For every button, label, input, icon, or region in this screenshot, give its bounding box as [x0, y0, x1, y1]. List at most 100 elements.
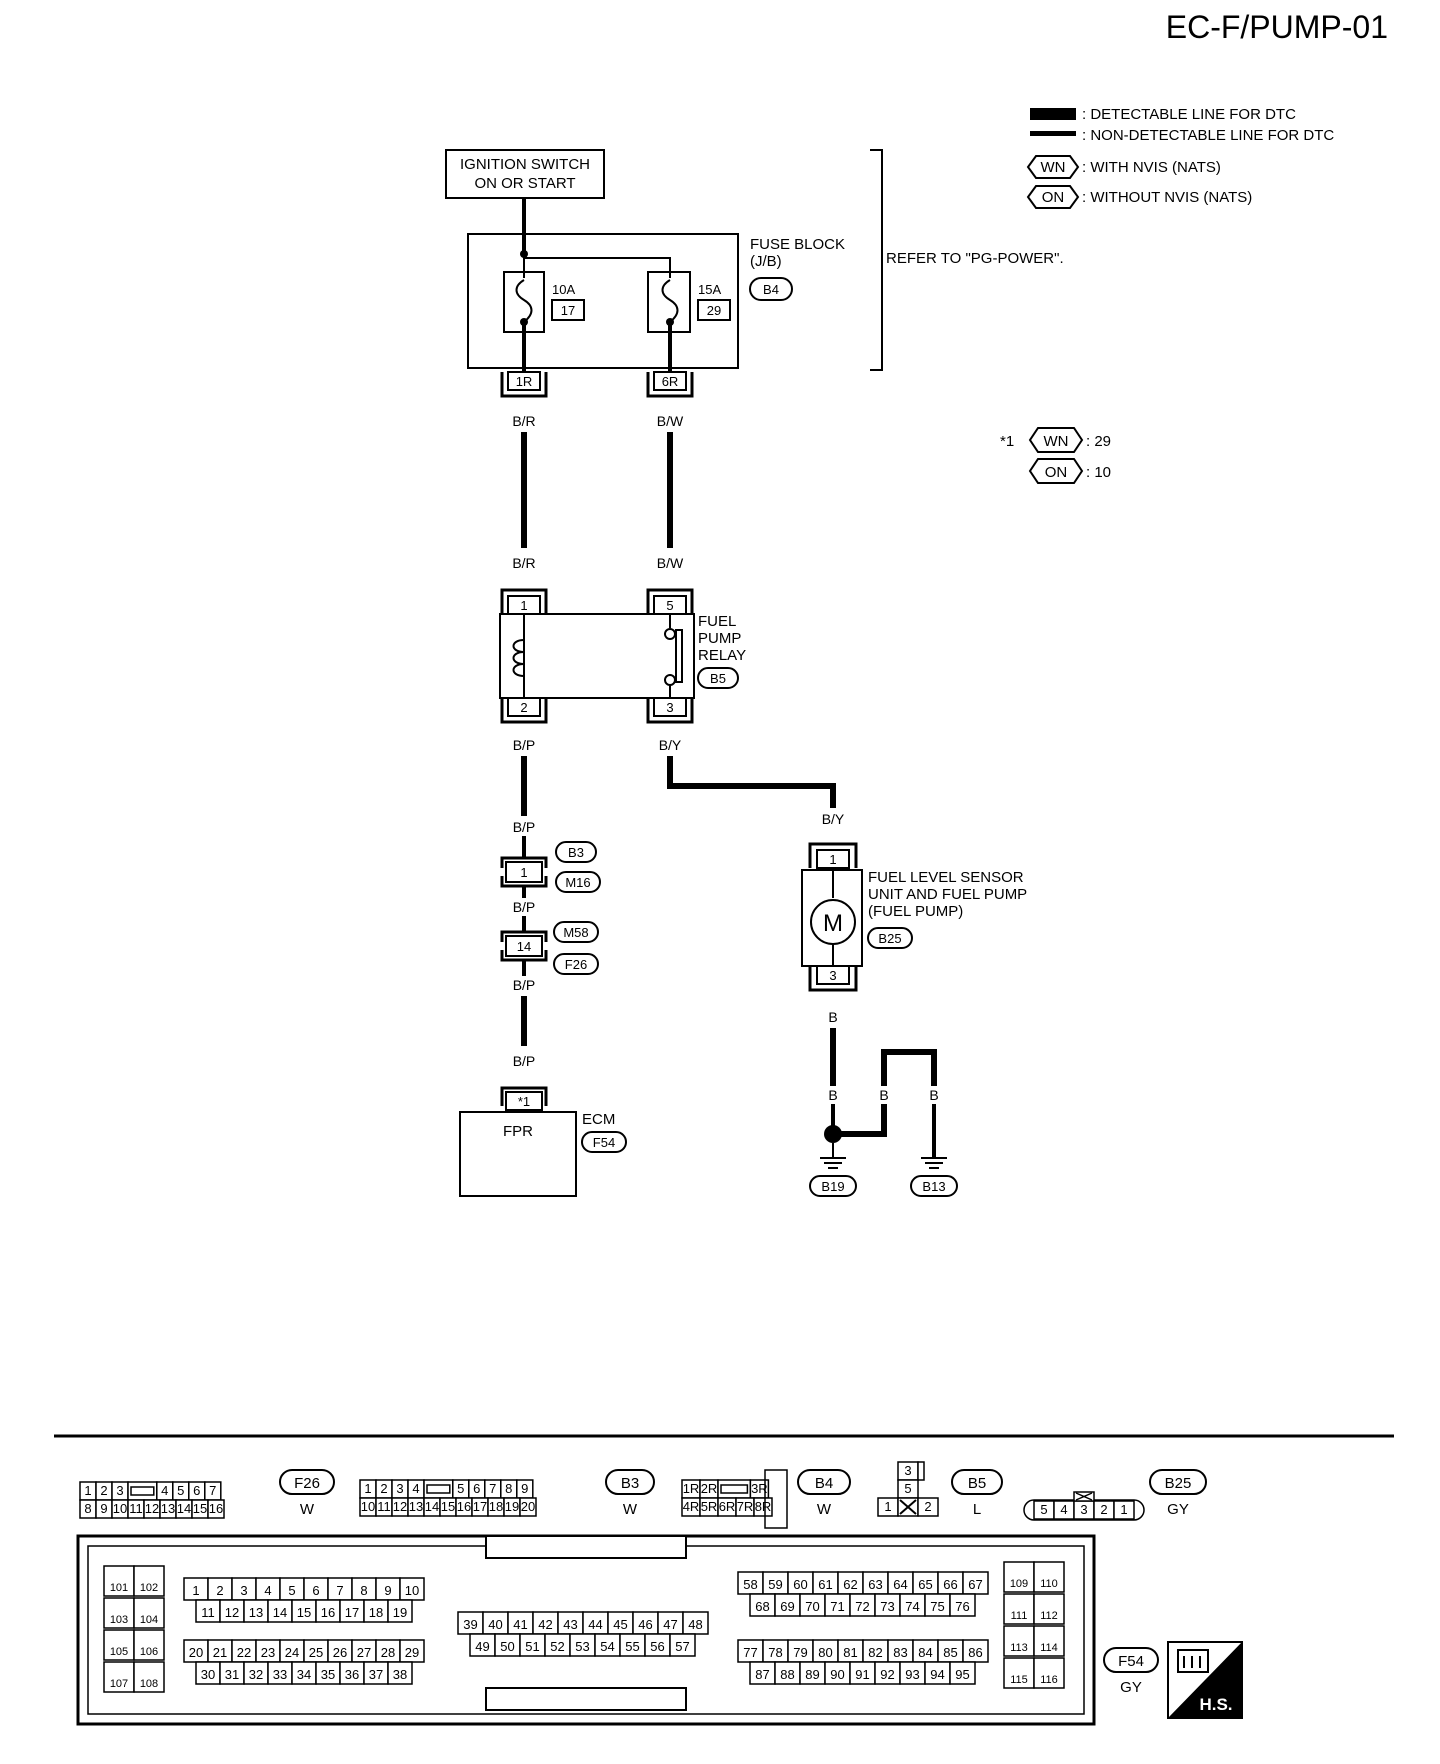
connector-pin: 16 [321, 1605, 335, 1620]
connector-pin: 53 [575, 1639, 589, 1654]
ecm: *1 FPR ECM F54 [459, 1086, 627, 1197]
connector-pin: 15 [297, 1605, 311, 1620]
connector-pin: 14 [177, 1501, 191, 1516]
connector-pin: 64 [893, 1577, 907, 1592]
relay-coil-icon [512, 639, 525, 677]
connector-pin: 110 [1040, 1578, 1058, 1590]
fuse-block-line1: FUSE BLOCK [750, 236, 845, 253]
legend-wn-text: : WITH NVIS (NATS) [1082, 159, 1221, 176]
pump-line2: UNIT AND FUEL PUMP [868, 886, 1027, 903]
wire-br-bottom: B/R [512, 555, 535, 571]
pump-line3: (FUEL PUMP) [868, 903, 963, 920]
connector-pin: 1 [1120, 1502, 1127, 1517]
connector-pin: 89 [805, 1667, 819, 1682]
junction-m58: M58 [563, 925, 588, 940]
connector-pin: 90 [830, 1667, 844, 1682]
connector-pin: 101 [110, 1582, 128, 1594]
wire-b-1: B [828, 1009, 837, 1025]
ignition-line2: ON OR START [474, 175, 575, 192]
connector-pin: 75 [930, 1599, 944, 1614]
connector-pin: 32 [249, 1667, 263, 1682]
ground-b19: B19 [821, 1179, 844, 1194]
wire-by-2: B/Y [822, 811, 845, 827]
connector-pin: 13 [249, 1605, 263, 1620]
fuse2-number: 29 [707, 303, 721, 318]
connector-pin: 25 [309, 1645, 323, 1660]
connector-pin: 113 [1010, 1642, 1028, 1654]
junction-b3-m16: 1 B3 M16 [500, 836, 601, 898]
connector-pin: 2 [924, 1499, 931, 1514]
relay-pin-2: 2 [520, 700, 527, 715]
connector-pin: 103 [110, 1614, 128, 1626]
conn-b3-id: B3 [621, 1475, 639, 1492]
connector-pin: 6 [193, 1483, 200, 1498]
connector-pin: 111 [1011, 1610, 1028, 1622]
connector-pin: 106 [140, 1646, 158, 1658]
fuse-block-connector: B4 [763, 282, 779, 297]
connector-pin: 59 [768, 1577, 782, 1592]
connector-pin: 26 [333, 1645, 347, 1660]
connector-pin: 6R [719, 1499, 736, 1514]
relay-line3: RELAY [698, 647, 746, 664]
refer-text: REFER TO "PG-POWER". [886, 250, 1064, 267]
connector-pin: 84 [918, 1645, 932, 1660]
conn-b5-color: L [973, 1501, 981, 1518]
connector-pin: 49 [475, 1639, 489, 1654]
ecm-pin: *1 [518, 1094, 530, 1109]
connector-pin: 115 [1010, 1674, 1028, 1686]
connector-pin: 1 [192, 1583, 199, 1598]
junction-pin-14: 14 [517, 939, 531, 954]
pump-connector: B25 [878, 931, 901, 946]
connector-labels: F26 W B3 W B4 W B5 L B25 GY F54 GY [279, 1469, 1207, 1696]
connector-pin: 93 [905, 1667, 919, 1682]
connector-pin: 17 [473, 1499, 487, 1514]
conn-b3-color: W [623, 1501, 638, 1518]
conn-f54-color: GY [1120, 1679, 1142, 1696]
connector-pin: 86 [968, 1645, 982, 1660]
wire-by-1: B/Y [659, 737, 682, 753]
connector-pin: 55 [625, 1639, 639, 1654]
fuse-pin-6r: 6R [662, 374, 679, 389]
connector-pin: 87 [755, 1667, 769, 1682]
connector-pin: 7 [336, 1583, 343, 1598]
connector-pin: 22 [237, 1645, 251, 1660]
connector-pin: 11 [377, 1499, 391, 1514]
connector-pin: 31 [225, 1667, 239, 1682]
connector-pin: 80 [818, 1645, 832, 1660]
connector-pin: 36 [345, 1667, 359, 1682]
connector-pin: 16 [457, 1499, 471, 1514]
conn-b5-id: B5 [968, 1475, 986, 1492]
wire-bp-2: B/P [513, 819, 536, 835]
junction-b3: B3 [568, 845, 584, 860]
connector-pin: 48 [688, 1617, 702, 1632]
connector-pin: 11 [129, 1501, 143, 1516]
connector-pin: 28 [381, 1645, 395, 1660]
connector-pin: 2R [701, 1481, 718, 1496]
connector-pin: 34 [297, 1667, 311, 1682]
connector-pin: 67 [968, 1577, 982, 1592]
connector-pin: 70 [805, 1599, 819, 1614]
relay-pin-1: 1 [520, 598, 527, 613]
connector-pin: 3 [396, 1481, 403, 1496]
connector-pin: 4R [683, 1499, 700, 1514]
wire-bw-top: B/W [657, 413, 684, 429]
wire-bp-1: B/P [513, 737, 536, 753]
ground-wiring: B B B B B19 B13 [809, 1009, 958, 1197]
connector-pin: 72 [855, 1599, 869, 1614]
connector-pin: 1 [884, 1499, 891, 1514]
connector-pin: 9 [521, 1481, 528, 1496]
connector-pin: 114 [1040, 1642, 1058, 1654]
connector-pin: 2 [380, 1481, 387, 1496]
connector-pin: 29 [405, 1645, 419, 1660]
connector-pin: 3 [1080, 1502, 1087, 1517]
connector-pin: 4 [264, 1583, 271, 1598]
relay-line1: FUEL [698, 613, 736, 630]
connector-pin: 73 [880, 1599, 894, 1614]
connector-pin: 112 [1040, 1610, 1058, 1622]
ground-b13: B13 [922, 1179, 945, 1194]
connector-pin: 37 [369, 1667, 383, 1682]
ecm-connector: F54 [593, 1135, 615, 1150]
